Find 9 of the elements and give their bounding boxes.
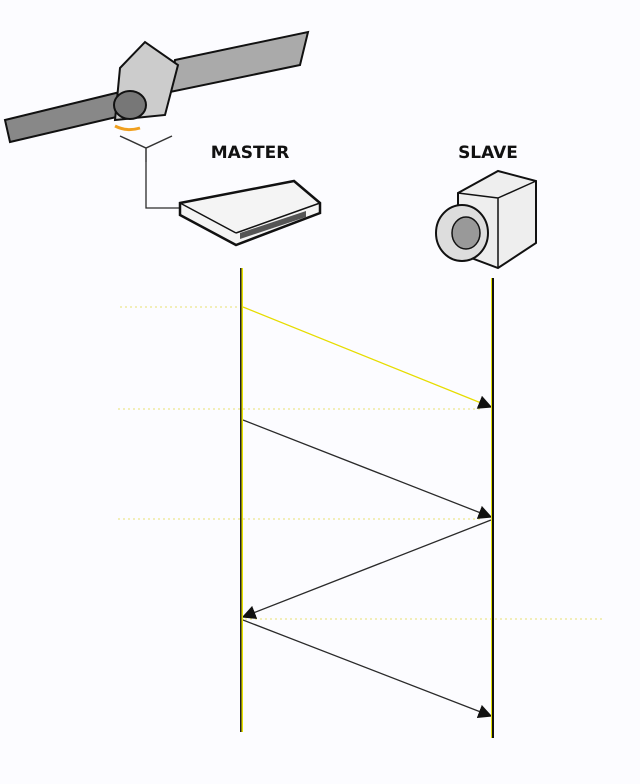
message-arrow [242, 619, 492, 718]
message-arrow [242, 519, 492, 619]
message-arrow [242, 419, 492, 519]
timeline-bar [240, 268, 243, 732]
timeline-bar [491, 278, 494, 738]
device-label: SLAVE [458, 143, 518, 163]
cable-line [145, 162, 180, 209]
message-arrow [242, 306, 492, 409]
device-label: MASTER [210, 143, 290, 163]
